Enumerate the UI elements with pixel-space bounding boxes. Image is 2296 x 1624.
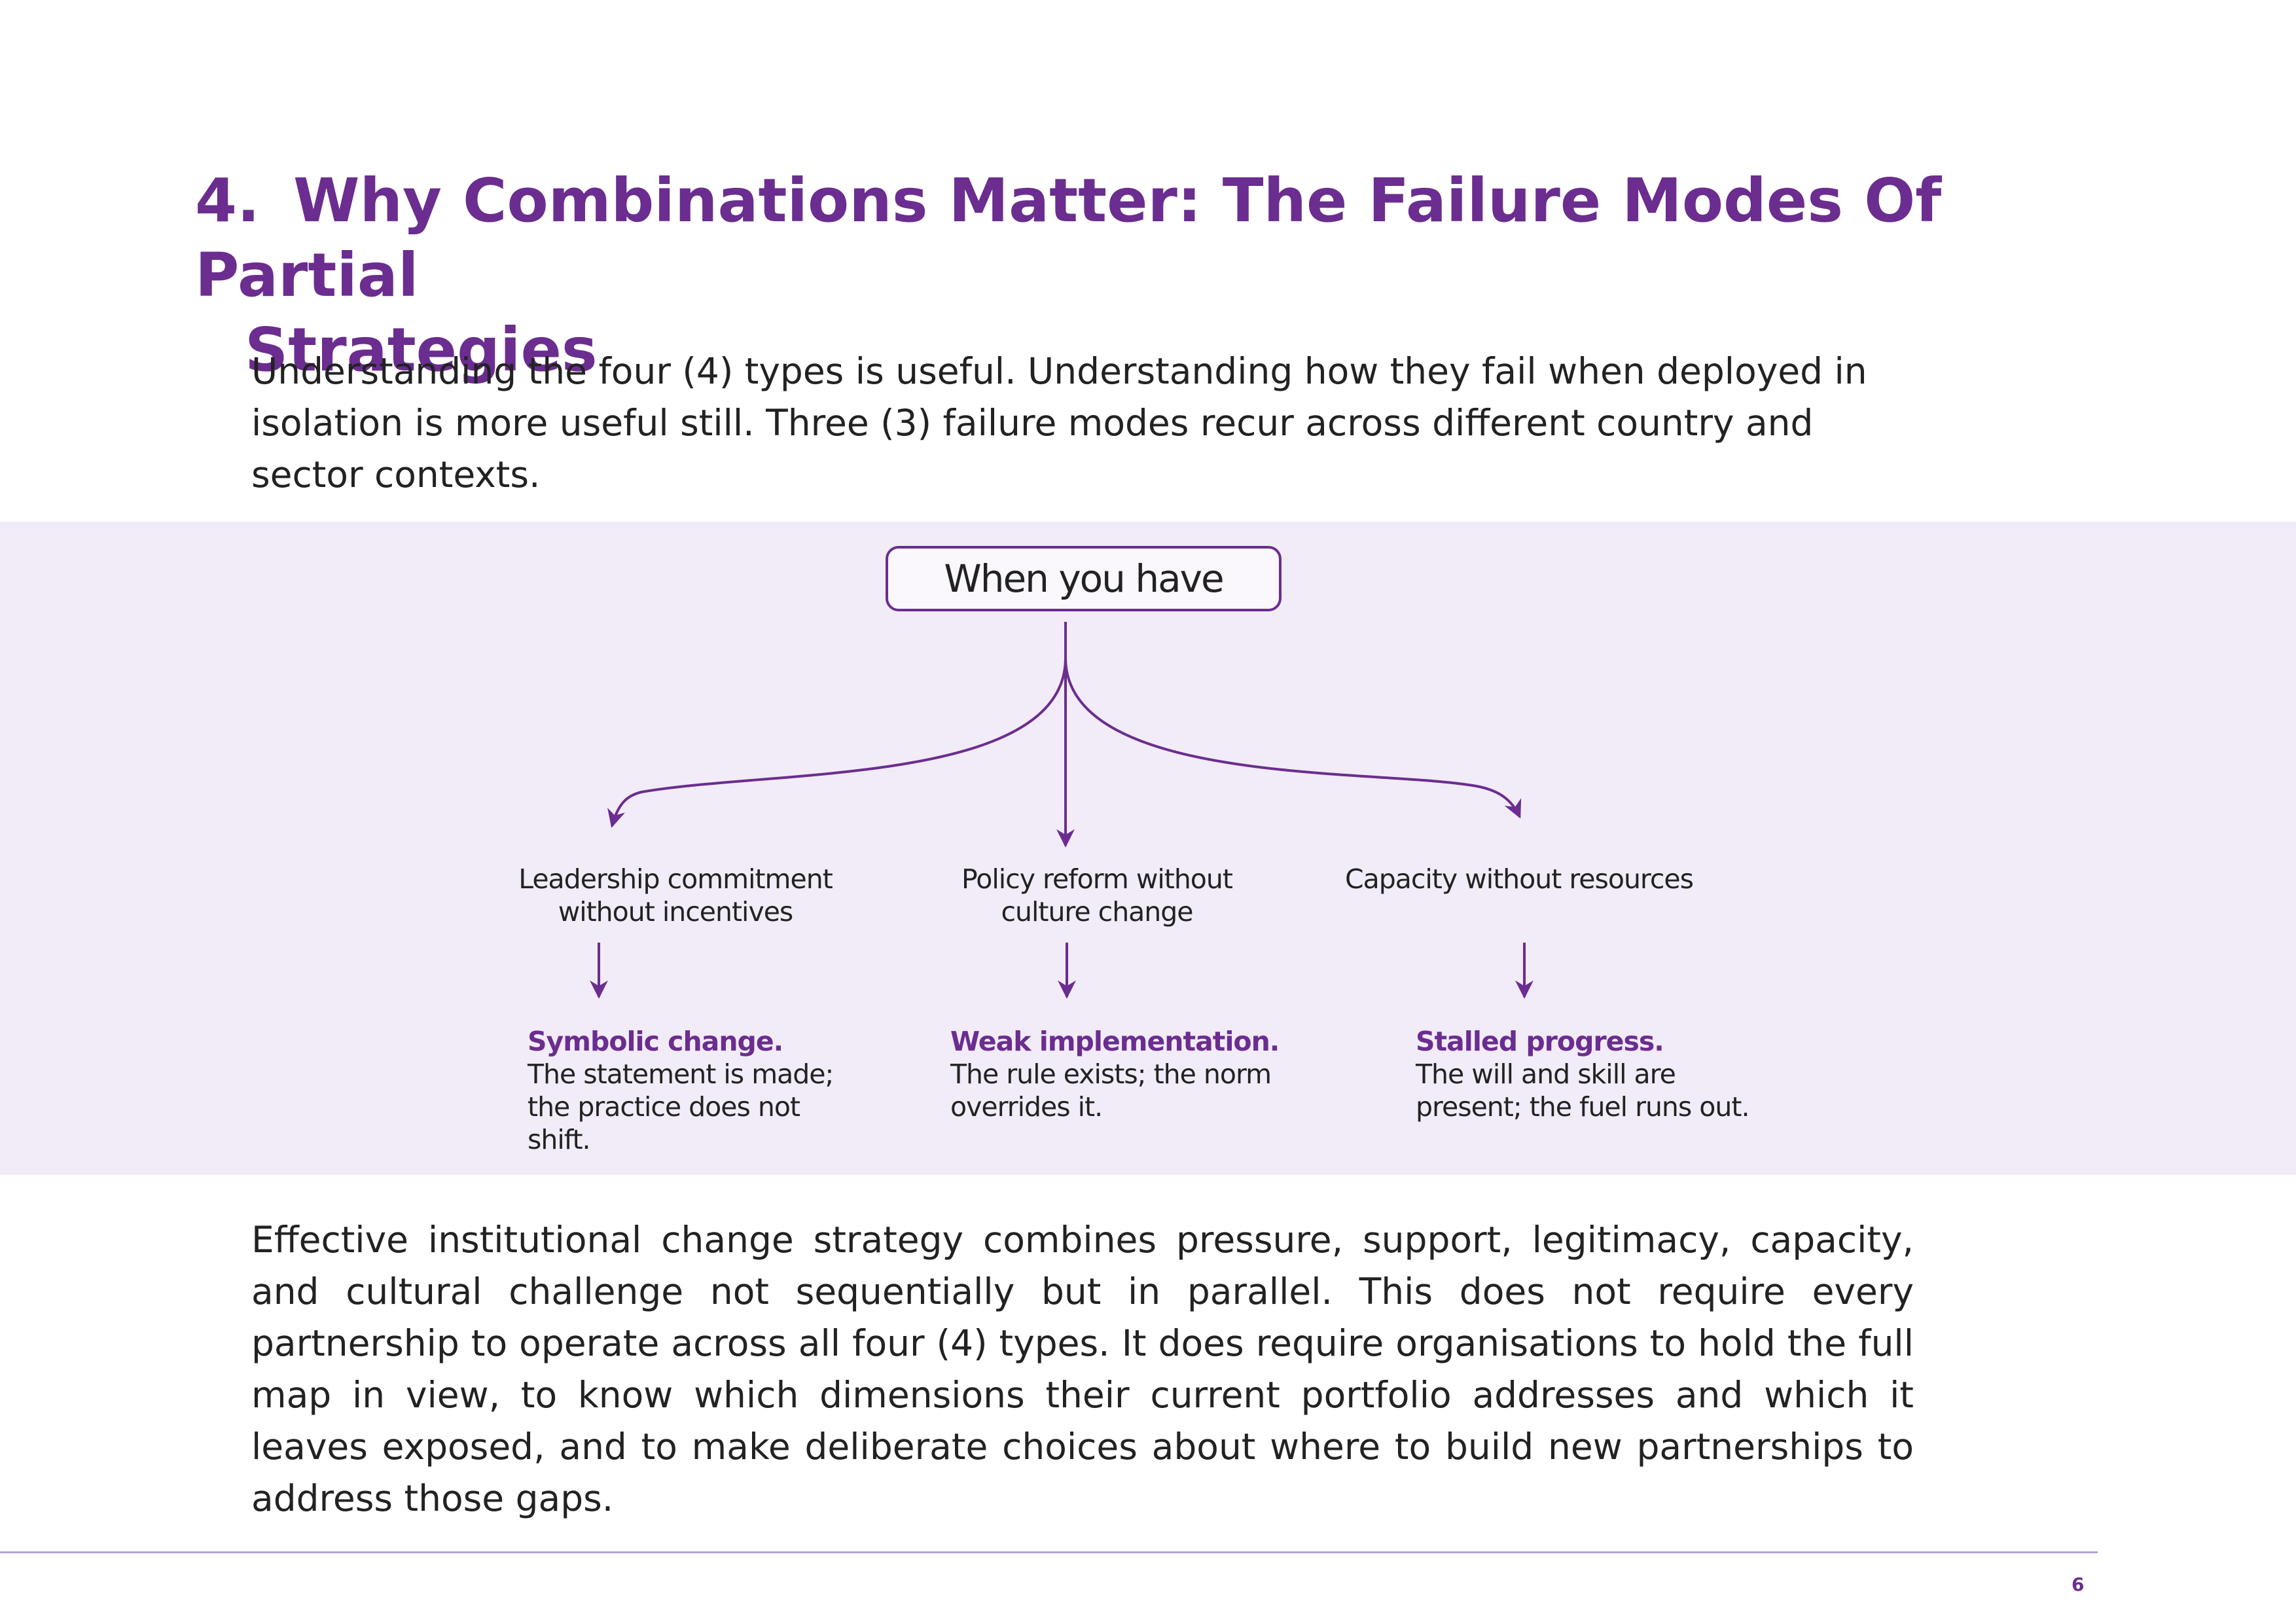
conclusion-paragraph: Effective institutional change strategy … bbox=[251, 1219, 1914, 1519]
result-description: The statement is made; the practice does… bbox=[528, 1058, 834, 1155]
footer-rule bbox=[0, 1551, 2098, 1553]
intro-paragraph: Understanding the four (4) types is usef… bbox=[251, 350, 1867, 496]
result-stalled-progress: Stalled progress. The will and skill are… bbox=[1416, 1025, 1756, 1123]
result-title: Weak implementation. bbox=[950, 1026, 1280, 1057]
result-description: The will and skill are present; the fuel… bbox=[1416, 1058, 1749, 1123]
result-description: The rule exists; the norm overrides it. bbox=[950, 1058, 1272, 1123]
condition-policy: Policy reform without culture change bbox=[961, 863, 1233, 928]
diagram-root-label: When you have bbox=[944, 556, 1224, 601]
section-title-line-2: Strategies bbox=[245, 315, 598, 385]
result-title: Stalled progress. bbox=[1416, 1026, 1664, 1057]
section-title-line-1: Why Combinations Matter: The Failure Mod… bbox=[195, 166, 1942, 310]
result-weak-implementation: Weak implementation. The rule exists; th… bbox=[950, 1025, 1291, 1123]
diagram-band bbox=[0, 522, 2296, 1175]
result-title: Symbolic change. bbox=[528, 1026, 783, 1057]
page-number: 6 bbox=[2072, 1574, 2085, 1595]
diagram-root-node: When you have bbox=[886, 546, 1282, 611]
section-number: 4. bbox=[195, 166, 260, 236]
result-symbolic-change: Symbolic change. The statement is made; … bbox=[528, 1025, 868, 1156]
condition-leadership: Leadership commitment without incentives bbox=[518, 863, 833, 928]
condition-capacity: Capacity without resources bbox=[1344, 863, 1694, 895]
section-heading: 4.Why Combinations Matter: The Failure M… bbox=[195, 164, 2126, 388]
